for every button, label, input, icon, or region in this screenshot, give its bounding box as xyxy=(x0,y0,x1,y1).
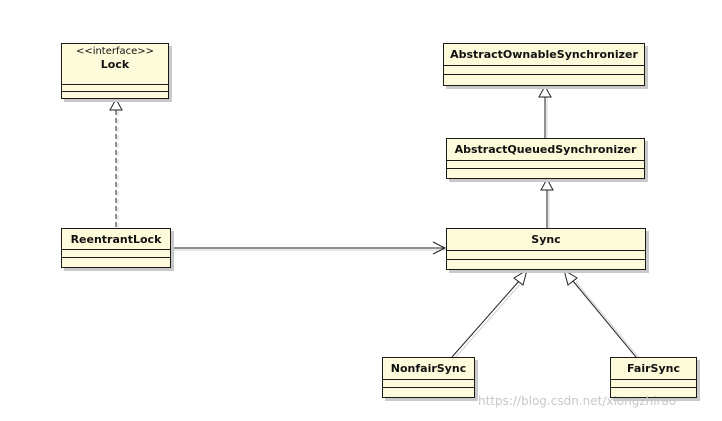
generalization-sync-aqs xyxy=(540,177,554,228)
class-lock-interface[interactable]: <<interface>> Lock xyxy=(61,43,169,99)
operations-compartment xyxy=(447,168,644,169)
operations-compartment xyxy=(447,259,645,260)
attributes-compartment xyxy=(62,84,168,85)
attributes-compartment xyxy=(62,249,170,250)
watermark-text: https://blog.csdn.net/xiongzhirao xyxy=(478,394,677,408)
class-reentrant-lock[interactable]: ReentrantLock xyxy=(61,228,171,268)
class-nonfair-sync[interactable]: NonfairSync xyxy=(382,357,475,398)
class-abstract-ownable-synchronizer[interactable]: AbstractOwnableSynchronizer xyxy=(443,43,645,86)
class-sync[interactable]: Sync xyxy=(446,228,646,270)
class-abstract-queued-synchronizer[interactable]: AbstractQueuedSynchronizer xyxy=(446,138,645,179)
realization-reentrantlock-lock xyxy=(109,97,123,228)
operations-compartment xyxy=(611,387,696,388)
class-name: AbstractQueuedSynchronizer xyxy=(454,143,637,156)
operations-compartment xyxy=(62,91,168,92)
operations-compartment xyxy=(383,387,474,388)
operations-compartment xyxy=(444,74,644,75)
class-name: AbstractOwnableSynchronizer xyxy=(450,48,638,61)
class-name: Lock xyxy=(100,58,130,71)
attributes-compartment xyxy=(383,379,474,380)
attributes-compartment xyxy=(447,250,645,251)
generalization-fairsync-sync xyxy=(563,268,640,359)
class-name: Sync xyxy=(531,233,561,246)
stereotype-label: <<interface>> xyxy=(75,46,155,57)
attributes-compartment xyxy=(611,379,696,380)
generalization-nonfairsync-sync xyxy=(451,268,528,359)
attributes-compartment xyxy=(447,160,644,161)
class-name: ReentrantLock xyxy=(70,233,162,246)
operations-compartment xyxy=(62,257,170,258)
association-reentrantlock-sync xyxy=(171,241,447,255)
attributes-compartment xyxy=(444,65,644,66)
class-name: FairSync xyxy=(627,362,680,375)
generalization-aqs-aos xyxy=(538,84,552,138)
class-fair-sync[interactable]: FairSync xyxy=(610,357,697,398)
class-name: NonfairSync xyxy=(390,362,467,375)
